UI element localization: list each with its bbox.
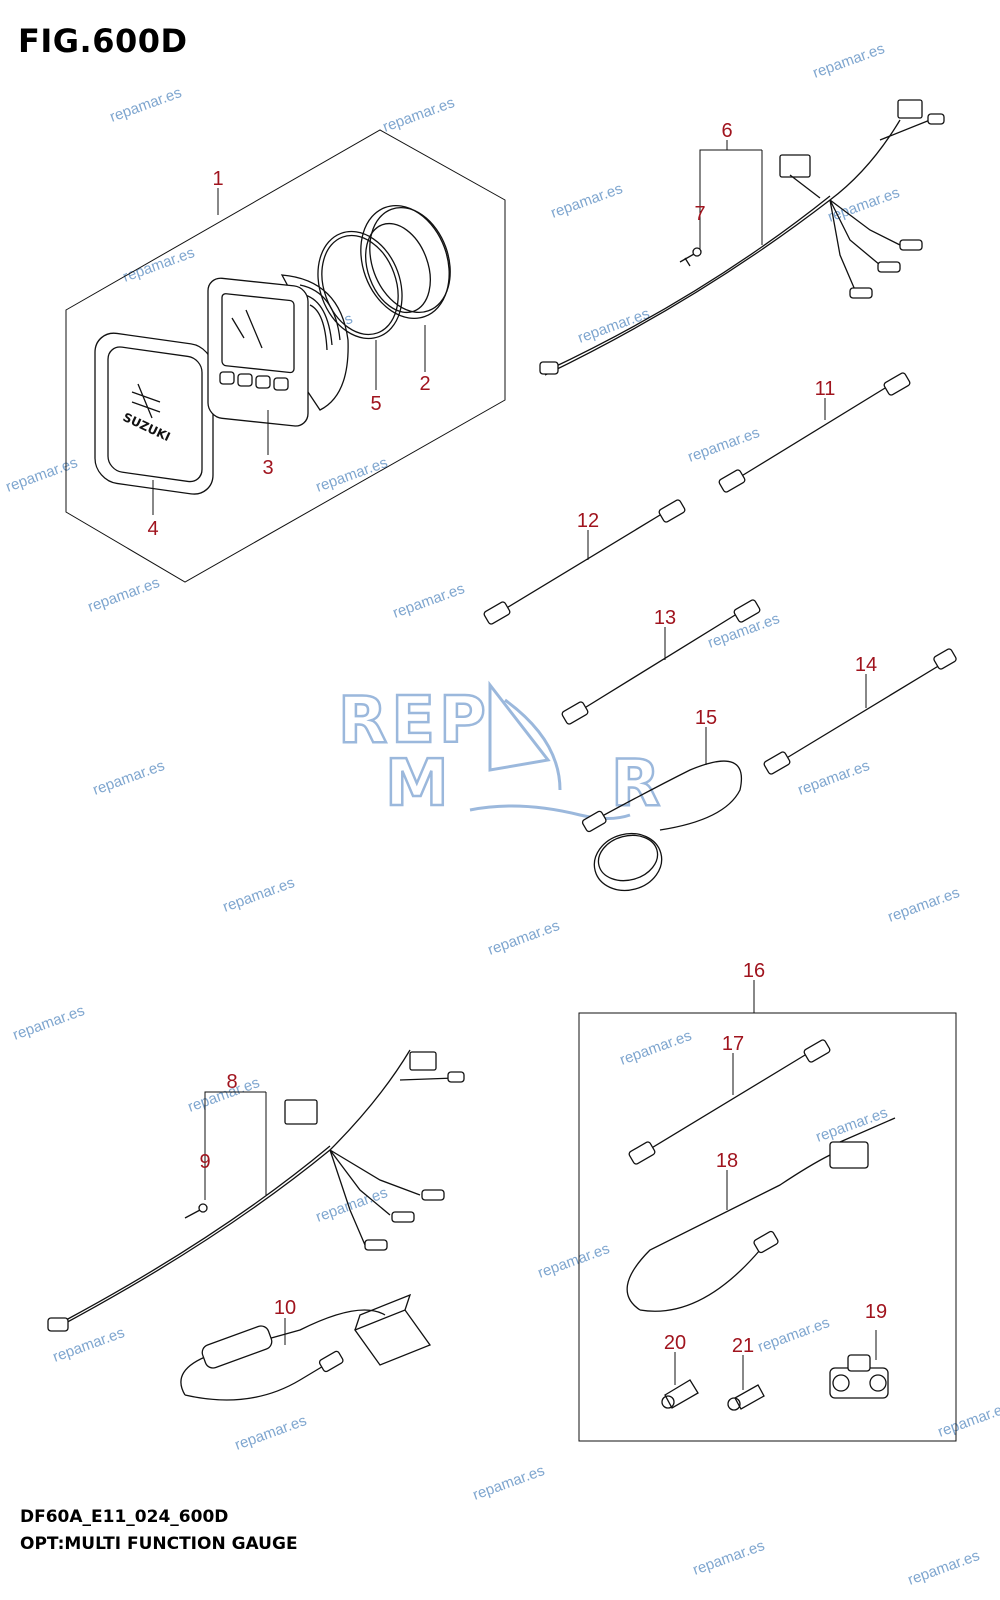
callout-19: 19 [865,1301,887,1323]
callout-15: 15 [695,707,717,729]
callout-labels: 1 2 3 4 5 6 7 8 9 10 11 12 13 14 15 16 1… [147,120,887,1357]
watermark: repamar.es [811,40,887,82]
watermark: repamar.es [391,580,467,622]
callout-10: 10 [274,1297,296,1319]
callout-16: 16 [743,960,765,982]
watermark: repamar.es [221,874,297,916]
watermark: repamar.es [536,1240,612,1282]
o-ring[interactable] [304,220,417,351]
figure-code: DF60A_E11_024_600D [20,1507,229,1527]
watermark: repamar.es [91,757,167,799]
watermark: repamar.es [121,244,197,286]
cable-13[interactable] [561,599,761,725]
watermark: repamar.es [549,180,625,222]
cable-11[interactable] [718,372,911,493]
cable-12[interactable] [483,499,686,625]
figure-caption: OPT:MULTI FUNCTION GAUGE [20,1534,298,1554]
callout-14: 14 [855,654,877,676]
callout-2: 2 [419,373,430,395]
watermark-logo: REP M R [337,680,662,822]
watermark: repamar.es [381,94,457,136]
callout-17: 17 [722,1033,744,1055]
callout-11: 11 [815,378,836,400]
gauge-assembly-frame [65,129,506,583]
wire-harness-6[interactable] [539,99,945,376]
wire-harness-8[interactable] [47,1049,465,1332]
logo-wave-icon [469,804,631,820]
watermark: repamar.es [906,1547,982,1589]
screw-9[interactable] [184,1203,208,1219]
watermark: repamar.es [233,1412,309,1454]
callout-9: 9 [199,1151,210,1173]
callout-13: 13 [654,607,676,629]
watermark: repamar.es [186,1074,262,1116]
t-connector-19[interactable] [829,1354,889,1399]
watermark: repamar.es [108,84,184,126]
callout-18: 18 [716,1150,738,1172]
figure-title: FIG.600D [18,22,188,60]
multi-function-gauge[interactable] [207,274,349,427]
callout-4: 4 [147,518,158,540]
watermark: repamar.es [4,454,80,496]
callout-20: 20 [664,1332,686,1354]
logo-sail-icon [488,680,562,791]
callout-3: 3 [262,457,273,479]
gauge-cover[interactable]: SUZUKI [94,330,214,497]
watermark: repamar.es [691,1537,767,1579]
cable-18[interactable] [626,1117,896,1312]
cable-17[interactable] [628,1039,831,1165]
watermark: repamar.es [686,424,762,466]
watermark: repamar.es [618,1027,694,1069]
watermark: repamar.es [886,884,962,926]
cable-14[interactable] [763,648,957,775]
watermark: repamar.es [471,1462,547,1504]
terminator-21[interactable] [727,1384,765,1411]
suzuki-logo-icon [131,383,161,419]
watermark: repamar.es [314,454,390,496]
watermark: repamar.es [936,1399,1000,1441]
callout-21: 21 [732,1335,754,1357]
watermark: repamar.es [86,574,162,616]
watermark: repamar.es [11,1002,87,1044]
callout-7: 7 [694,203,705,225]
callout-8: 8 [226,1071,237,1093]
watermark: repamar.es [756,1314,832,1356]
adapter-10[interactable] [180,1293,432,1401]
logo-line-1: REP [338,684,490,758]
callout-5: 5 [370,393,381,415]
callout-1: 1 [212,168,223,190]
leader-lines [152,140,877,1390]
mounting-nut[interactable] [346,193,465,331]
watermark: repamar.es [796,757,872,799]
sensor-15[interactable] [581,760,742,898]
callout-12: 12 [577,510,599,532]
callout-6: 6 [721,120,732,142]
terminator-20[interactable] [661,1379,699,1409]
screw-7[interactable] [679,247,702,267]
kit-16-frame [578,1012,957,1442]
watermark: repamar.es [486,917,562,959]
